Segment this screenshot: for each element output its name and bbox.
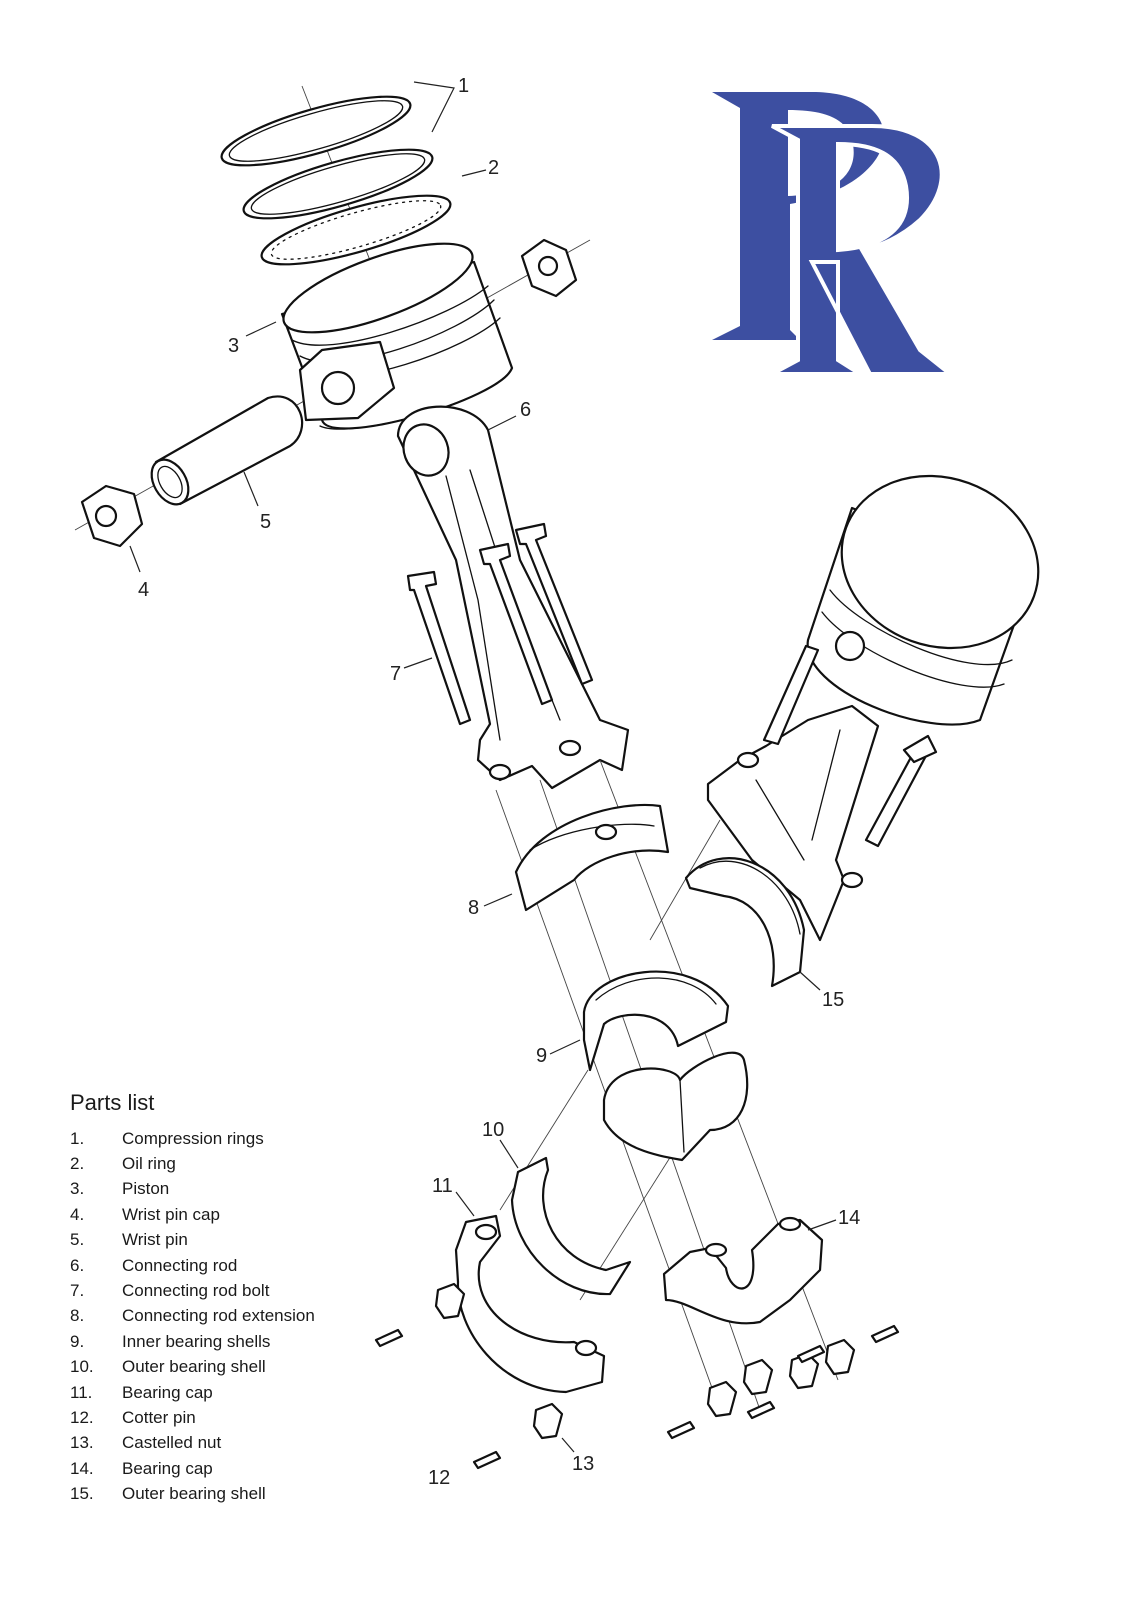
parts-list-item-number: 6.	[70, 1255, 85, 1275]
parts-list-items: 1. Compression rings 2. Oil ring 3. Piston 4. W…	[70, 1126, 400, 1507]
parts-list-item-label: Connecting rod	[122, 1255, 238, 1275]
parts-list-item: 5. Wrist pin	[70, 1228, 400, 1253]
parts-list-item-number: 1.	[70, 1128, 85, 1148]
compression-ring-lower	[242, 148, 434, 220]
parts-list-item: 12. Cotter pin	[70, 1405, 400, 1430]
parts-list-item: 14. Bearing cap	[70, 1456, 400, 1481]
parts-list-item: 9. Inner bearing shells	[70, 1329, 400, 1354]
parts-list-item: 3. Piston	[70, 1177, 400, 1202]
parts-list-item-label: Castelled nut	[122, 1433, 222, 1453]
oil-ring	[260, 194, 452, 266]
parts-list-item: 15. Outer bearing shell	[70, 1481, 400, 1506]
wrist-pin-cap-right	[520, 238, 578, 298]
parts-list-item-number: 11.	[70, 1382, 93, 1402]
outer-bearing-shell-left	[510, 1156, 632, 1296]
parts-list-item: 10. Outer bearing shell	[70, 1355, 400, 1380]
parts-list-item-number: 14.	[70, 1458, 94, 1478]
callout-4: 4	[138, 579, 149, 601]
parts-list-item-label: Connecting rod bolt	[122, 1281, 270, 1301]
callout-7: 7	[390, 663, 401, 685]
callout-14: 14	[838, 1207, 860, 1229]
parts-list-item: 4. Wrist pin cap	[70, 1202, 400, 1227]
parts-list-item-number: 9.	[70, 1331, 85, 1351]
parts-list-item-number: 13.	[70, 1433, 94, 1453]
callout-8: 8	[468, 897, 479, 919]
callout-2: 2	[488, 157, 499, 179]
callout-numbers: 1 2 3 4 5 6 7 8 9 10 11 12 13 14 15	[138, 75, 860, 1489]
parts-list-item-label: Wrist pin	[122, 1230, 188, 1250]
parts-list-item-number: 8.	[70, 1306, 85, 1326]
parts-list-item-label: Oil ring	[122, 1154, 176, 1174]
parts-list-title: Parts list	[70, 1090, 155, 1115]
inner-bearing-shell-upper	[582, 970, 730, 1072]
piston-top	[280, 242, 514, 430]
parts-list-item-number: 2.	[70, 1154, 85, 1174]
parts-list-item: 6. Connecting rod	[70, 1253, 400, 1278]
parts-list-item-label: Cotter pin	[122, 1407, 196, 1427]
wrist-pin-cap-left	[80, 484, 144, 548]
parts-list-item-number: 7.	[70, 1281, 85, 1301]
parts-list-item-number: 15.	[70, 1484, 94, 1504]
callout-12: 12	[428, 1467, 450, 1489]
compression-ring-upper	[220, 95, 412, 167]
parts-list-item-label: Outer bearing shell	[122, 1484, 266, 1504]
connecting-rod-bolts	[406, 522, 594, 726]
parts-list-item-label: Piston	[122, 1179, 170, 1199]
parts-list-item-number: 10.	[70, 1357, 94, 1377]
parts-list-item-label: Compression rings	[122, 1128, 264, 1148]
parts-list: Parts list 1. Compression rings 2. Oil ring…	[70, 1090, 400, 1507]
bearing-cap-left	[454, 1214, 606, 1394]
parts-list-item-label: Inner bearing shells	[122, 1331, 271, 1351]
rr-logo	[712, 92, 956, 376]
parts-list-item-label: Bearing cap	[122, 1458, 213, 1478]
parts-list-item-number: 5.	[70, 1230, 85, 1250]
connecting-rod-right	[706, 644, 938, 942]
parts-list-item-number: 12.	[70, 1407, 94, 1427]
parts-list-item-label: Bearing cap	[122, 1382, 213, 1402]
callout-15: 15	[822, 989, 844, 1011]
wrist-pin	[150, 395, 304, 506]
parts-list-item-number: 4.	[70, 1204, 85, 1224]
callout-1: 1	[458, 75, 469, 97]
cotter-pins	[374, 1324, 900, 1470]
parts-list-item: 2. Oil ring	[70, 1151, 400, 1176]
callout-10: 10	[482, 1119, 504, 1141]
parts-list-item: 11. Bearing cap	[70, 1380, 400, 1405]
connecting-rod-extension	[514, 803, 670, 912]
bearing-cap-right	[662, 1216, 824, 1325]
inner-bearing-shell-lower	[602, 1051, 749, 1162]
callout-13: 13	[572, 1453, 594, 1475]
parts-list-item: 13. Castelled nut	[70, 1431, 400, 1456]
piston-right	[806, 474, 1040, 726]
parts-list-item-label: Connecting rod extension	[122, 1306, 315, 1326]
parts-list-item: 7. Connecting rod bolt	[70, 1278, 400, 1303]
parts-list-item-number: 3.	[70, 1179, 85, 1199]
parts-list-item-label: Wrist pin cap	[122, 1204, 220, 1224]
callout-5: 5	[260, 511, 271, 533]
callout-11: 11	[432, 1175, 453, 1197]
outer-bearing-shell-right	[684, 857, 806, 988]
leader-lines	[129, 81, 837, 1453]
callout-6: 6	[520, 399, 531, 421]
callout-9: 9	[536, 1045, 547, 1067]
parts-list-item-label: Outer bearing shell	[122, 1357, 266, 1377]
parts-list-item: 8. Connecting rod extension	[70, 1304, 400, 1329]
castelled-nuts	[434, 1282, 856, 1440]
parts-list-item: 1. Compression rings	[70, 1126, 400, 1151]
callout-3: 3	[228, 335, 239, 357]
